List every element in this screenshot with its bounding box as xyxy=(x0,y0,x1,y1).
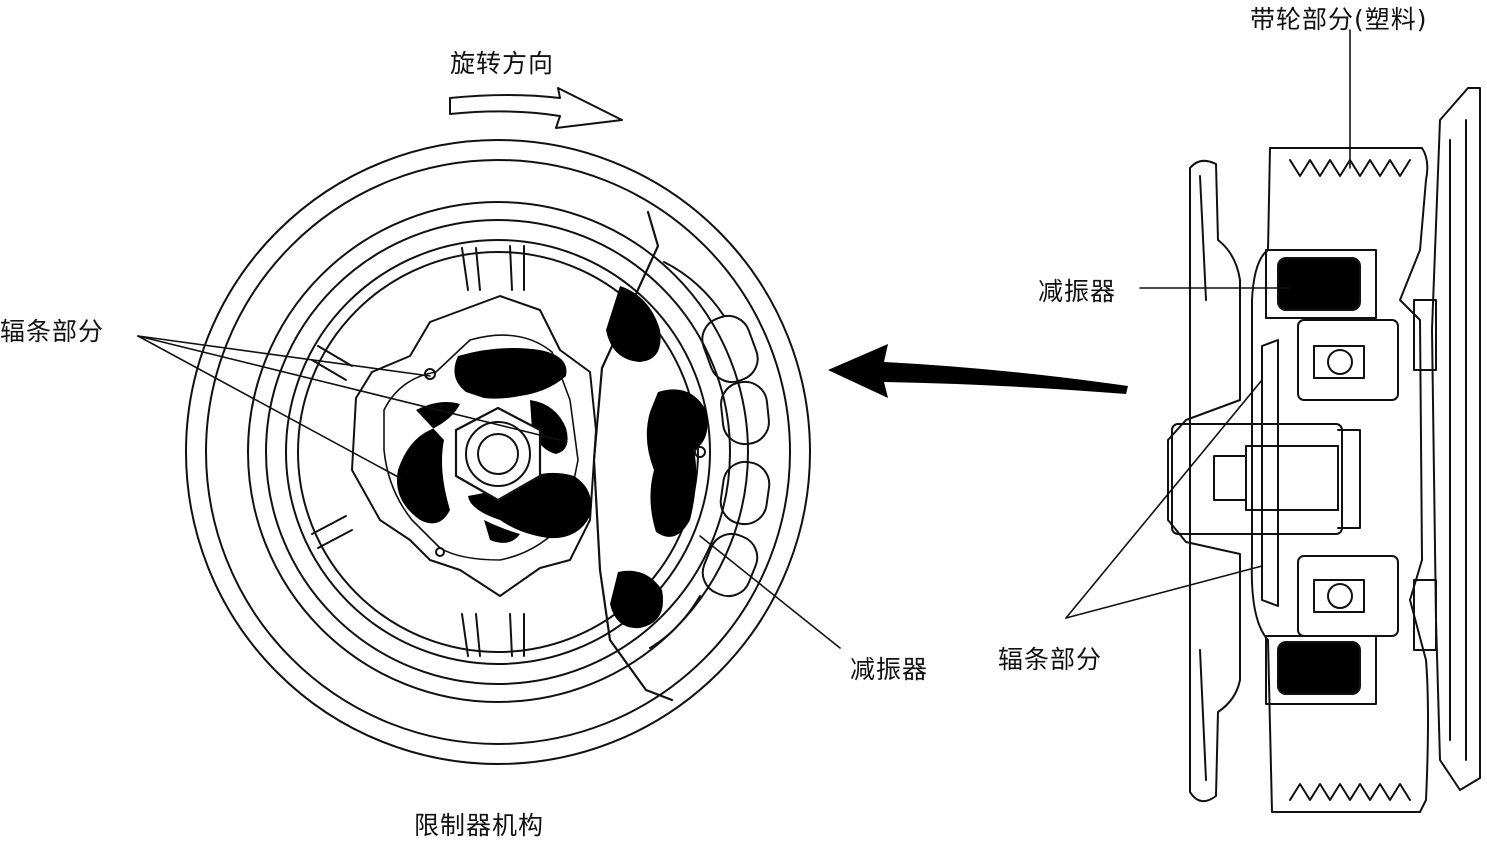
pulley-label: 带轮部分(塑料) xyxy=(1250,5,1428,34)
leader-lines-right xyxy=(1065,29,1351,619)
belt-grooves-bottom xyxy=(1289,783,1411,801)
front-view xyxy=(137,87,841,765)
housing xyxy=(1431,87,1481,791)
damper-blocks xyxy=(606,286,708,629)
nut-section xyxy=(1213,455,1247,501)
damper-label-right: 减振器 xyxy=(1038,277,1117,306)
bearing-top xyxy=(1297,319,1399,401)
ring-ribs xyxy=(311,245,525,657)
side-flange xyxy=(1167,159,1241,803)
pin-hole-right xyxy=(694,446,706,458)
hub-plate xyxy=(351,295,597,597)
shaft xyxy=(1245,445,1339,511)
bore-inner xyxy=(477,433,519,475)
spoke-blobs xyxy=(396,348,592,543)
pin-hole-top xyxy=(424,368,436,380)
pin-hole-bottom xyxy=(435,547,445,557)
inner-ring xyxy=(285,239,711,665)
outer-ring-inner xyxy=(205,159,791,745)
outer-ring xyxy=(185,139,811,765)
spokes-label-left: 辐条部分 xyxy=(0,317,105,346)
spoke-section xyxy=(1261,339,1279,607)
spokes-label-right: 辐条部分 xyxy=(998,645,1103,674)
hub-body xyxy=(1171,423,1343,535)
middle-ring-inner xyxy=(265,219,731,685)
leader-lines-left xyxy=(137,335,841,649)
rotation-arrow xyxy=(449,87,623,129)
damper-slots xyxy=(649,261,771,649)
rotation-direction-label: 旋转方向 xyxy=(450,49,555,78)
direction-arrow xyxy=(828,344,1128,398)
inner-ring-2 xyxy=(297,251,699,653)
damper-bottom xyxy=(1277,641,1361,695)
middle-ring xyxy=(247,201,749,703)
pulley-outline xyxy=(1250,147,1429,813)
cutaway-edge xyxy=(592,210,674,702)
damper-top xyxy=(1277,257,1361,311)
limiter-label: 限制器机构 xyxy=(414,811,545,840)
damper-label-left: 减振器 xyxy=(850,655,929,684)
cross-section-view xyxy=(1065,29,1481,813)
